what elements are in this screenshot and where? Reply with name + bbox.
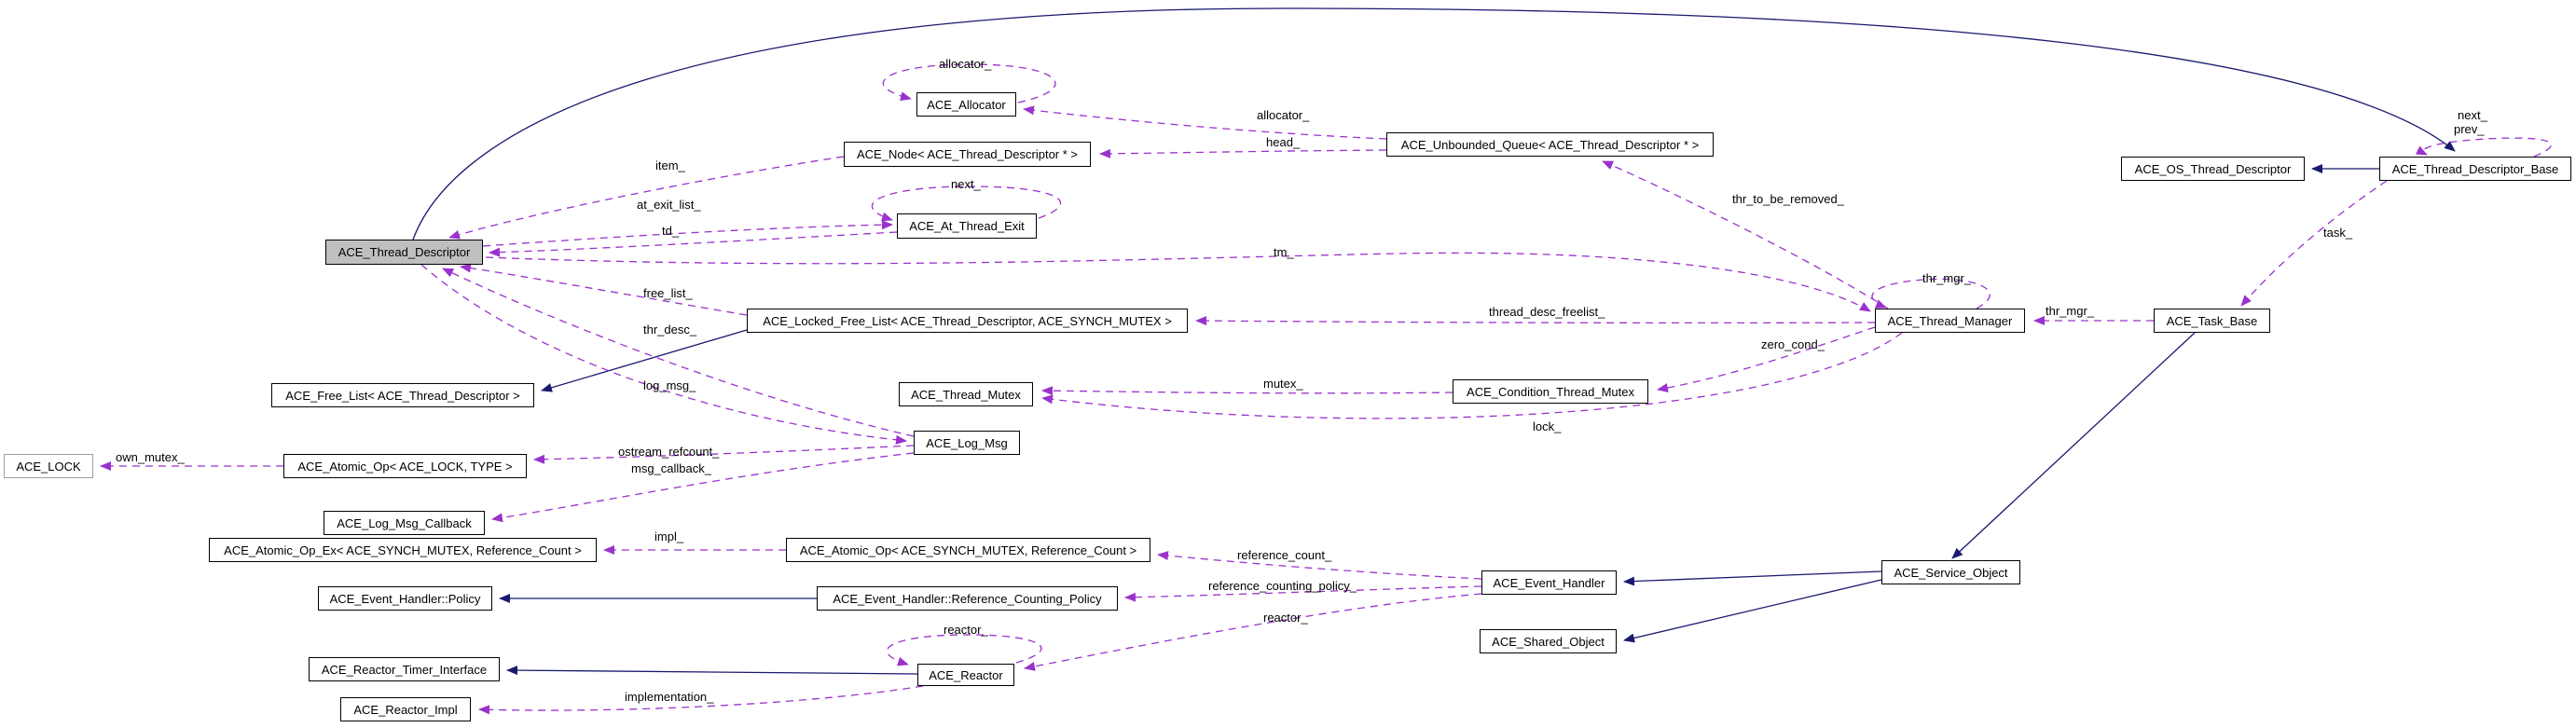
node-ace-task-base[interactable]: ACE_Task_Base [2154,309,2270,333]
edge-inherit-service-object-to-event-handler [1624,571,1881,582]
edge-label-msg-callback: msg_callback_ [631,462,711,475]
edge-label-prev-tdb: prev_ [2454,123,2485,136]
edge-label-thr-desc: thr_desc_ [643,323,696,337]
edge-label-head: head_ [1266,136,1300,149]
node-ace-free-list[interactable]: ACE_Free_List< ACE_Thread_Descriptor > [271,383,534,407]
node-ace-os-thread-descriptor[interactable]: ACE_OS_Thread_Descriptor [2121,157,2305,181]
edge-inherit-thread-descriptor-to-base [413,8,2455,240]
node-ace-event-handler-policy[interactable]: ACE_Event_Handler::Policy [318,586,492,611]
edge-locked-free-list-free-list-td [461,267,747,315]
edge-inherit-task-base-to-service-object [1952,333,2195,558]
node-ace-locked-free-list[interactable]: ACE_Locked_Free_List< ACE_Thread_Descrip… [747,309,1188,333]
edge-label-ostream-refcount: ostream_refcount_ [618,446,719,459]
edge-label-free-list: free_list_ [643,287,693,300]
edge-inherit-reactor-to-timer-interface [507,670,917,674]
node-ace-event-handler-ref-counting-policy[interactable]: ACE_Event_Handler::Reference_Counting_Po… [817,586,1118,611]
edge-label-tm: tm_ [1274,246,1294,259]
node-ace-service-object[interactable]: ACE_Service_Object [1881,560,2020,584]
node-ace-reactor-timer-interface[interactable]: ACE_Reactor_Timer_Interface [309,657,500,681]
node-ace-thread-descriptor[interactable]: ACE_Thread_Descriptor [325,240,483,265]
node-ace-thread-manager[interactable]: ACE_Thread_Manager [1875,309,2025,333]
node-ace-atomic-op-lock-type[interactable]: ACE_Atomic_Op< ACE_LOCK, TYPE > [283,454,527,478]
edge-label-allocator: allocator_ [1257,109,1309,122]
edge-queue-head-node [1100,150,1386,154]
edge-label-next-tdb: next_ [2458,109,2487,122]
node-ace-reactor[interactable]: ACE_Reactor [917,664,1014,686]
edge-label-next-at-thread-exit: next_ [951,178,981,191]
edge-thread-manager-thr-to-be-removed-queue [1603,161,1888,309]
edge-label-task: task_ [2323,227,2352,240]
edge-label-thr-to-be-removed: thr_to_be_removed_ [1732,193,1844,206]
edge-label-implementation: implementation_ [625,691,713,704]
node-ace-lock[interactable]: ACE_LOCK [4,454,93,478]
edge-label-thr-mgr-self: thr_mgr_ [1922,272,1971,285]
edge-label-allocator-self: allocator_ [939,58,991,71]
edge-reactor-self-loop [887,635,1040,665]
node-ace-unbounded-queue[interactable]: ACE_Unbounded_Queue< ACE_Thread_Descript… [1386,132,1714,157]
edge-label-own-mutex: own_mutex_ [116,451,185,464]
edge-label-reactor-self: reactor_ [944,624,988,637]
edge-condition-mutex-thread-mutex [1042,391,1453,393]
edge-td-tm-thread-manager [486,253,1870,311]
node-ace-node-thread-descriptor[interactable]: ACE_Node< ACE_Thread_Descriptor * > [844,142,1091,167]
edge-label-item: item_ [655,159,685,172]
edge-label-at-exit-list: at_exit_list_ [637,199,701,212]
edge-label-impl: impl_ [654,530,683,543]
node-ace-event-handler[interactable]: ACE_Event_Handler [1481,570,1617,595]
edge-label-reference-counting-policy: reference_counting_policy_ [1208,580,1357,593]
node-ace-shared-object[interactable]: ACE_Shared_Object [1480,629,1617,653]
node-ace-atomic-op-ex[interactable]: ACE_Atomic_Op_Ex< ACE_SYNCH_MUTEX, Refer… [209,538,597,562]
node-ace-at-thread-exit[interactable]: ACE_At_Thread_Exit [897,213,1037,239]
edge-tdb-task-task-base [2241,181,2387,306]
edge-log-msg-ostream-refcount [534,446,914,460]
edge-label-td: td_ [662,225,679,238]
edge-label-reactor: reactor_ [1263,611,1308,625]
edge-label-log-msg: log_msg_ [643,379,696,392]
edge-label-thread-desc-freelist: thread_desc_freelist_ [1489,306,1605,319]
node-ace-log-msg-callback[interactable]: ACE_Log_Msg_Callback [324,511,485,535]
edge-tdb-next-prev-self-loop [2423,138,2551,157]
edge-label-reference-count: reference_count_ [1237,549,1331,562]
node-ace-thread-mutex[interactable]: ACE_Thread_Mutex [899,382,1033,406]
edge-at-thread-exit-td [489,232,897,253]
node-ace-log-msg[interactable]: ACE_Log_Msg [914,431,1020,455]
edge-label-zero-cond: zero_cond_ [1761,338,1825,351]
edge-label-mutex: mutex_ [1263,378,1303,391]
edge-queue-allocator [1024,109,1386,139]
node-ace-reactor-impl[interactable]: ACE_Reactor_Impl [340,697,471,721]
node-ace-thread-descriptor-base[interactable]: ACE_Thread_Descriptor_Base [2379,157,2571,181]
edge-label-thr-mgr: thr_mgr_ [2046,305,2094,318]
node-ace-atomic-op-synch-mutex[interactable]: ACE_Atomic_Op< ACE_SYNCH_MUTEX, Referenc… [786,538,1150,562]
node-ace-condition-thread-mutex[interactable]: ACE_Condition_Thread_Mutex [1453,379,1648,404]
edge-label-lock: lock_ [1533,420,1561,433]
node-ace-allocator[interactable]: ACE_Allocator [916,92,1016,117]
edge-thread-manager-freelist [1196,321,1875,323]
edge-inherit-service-object-to-shared-object [1624,580,1881,640]
